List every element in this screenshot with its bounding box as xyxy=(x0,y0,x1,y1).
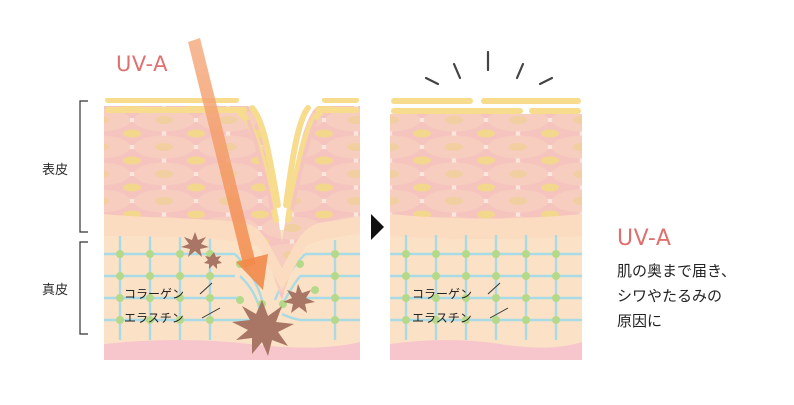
elastin-label-right: エラスチン xyxy=(412,311,472,325)
sparkle-lines-icon xyxy=(424,50,554,86)
next-arrow-icon xyxy=(371,214,384,240)
right-skin-panel xyxy=(390,98,582,360)
collagen-label-left: コラーゲン xyxy=(124,287,185,301)
collagen-label-right: コラーゲン xyxy=(412,287,473,301)
epidermis-label: 表皮 xyxy=(42,163,69,178)
uv-a-label: UV-A xyxy=(116,52,168,76)
damage-burst-icon xyxy=(181,232,315,356)
caption-line-3: 原因に xyxy=(617,312,663,330)
uv-arrow-icon xyxy=(188,38,268,290)
elastin-label-left: エラスチン xyxy=(124,311,184,325)
caption-line-1: 肌の奥まで届き、 xyxy=(617,262,736,280)
layer-brackets xyxy=(79,100,88,335)
caption-line-2: シワやたるみの xyxy=(617,287,723,305)
caption-text: 肌の奥まで届き、 シワやたるみの 原因に xyxy=(617,259,787,334)
dermis-label: 真皮 xyxy=(42,283,69,298)
caption-title: UV-A xyxy=(617,226,672,251)
